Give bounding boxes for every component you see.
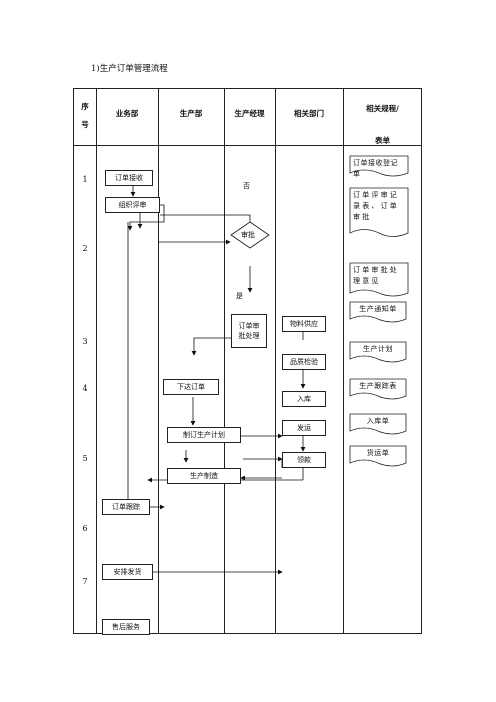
row-number: 2	[82, 244, 88, 253]
page-title: 1)生产订单管理流程	[91, 64, 168, 74]
row-number: 4	[82, 384, 88, 393]
document-shape: 生产通知单	[349, 301, 407, 323]
header-seq: 序号	[81, 102, 89, 129]
column-divider	[275, 88, 276, 634]
row-number: 1	[82, 175, 88, 184]
no-label: 否	[243, 182, 250, 190]
ship-box: 发运	[282, 420, 326, 436]
row-number: 3	[82, 337, 88, 346]
column-divider	[96, 88, 97, 634]
header-sales: 业务部	[115, 109, 139, 118]
stock-in-box: 入库	[282, 391, 326, 407]
flow-table-frame	[73, 88, 422, 634]
document-shape: 订单接收登记单	[349, 155, 409, 178]
row-number: 5	[82, 454, 88, 463]
document-shape: 生产计划	[349, 341, 407, 363]
shipping-box: 安排发货	[102, 564, 153, 580]
quality-inspection-box: 品质检验	[282, 354, 326, 370]
row-number: 7	[82, 577, 88, 586]
tracking-box: 订单跟踪	[102, 499, 150, 515]
material-supply-box: 物料供应	[282, 316, 326, 332]
header-manager: 生产经理	[234, 109, 265, 118]
after-sales-box: 售后服务	[102, 619, 150, 635]
document-shape: 生产跟踪表	[349, 378, 407, 400]
review-box: 组织评审	[105, 197, 160, 213]
approve-label: 审批	[241, 231, 255, 239]
header-divider	[73, 145, 422, 146]
header-related: 相关部门	[294, 109, 324, 118]
header-docs: 相关规程/表单	[366, 104, 399, 145]
document-shape: 订单审批处理意见	[349, 262, 409, 297]
row-number: 6	[82, 524, 88, 533]
order-handle-box: 订单审批处理	[231, 314, 267, 348]
header-production: 生产部	[179, 109, 203, 118]
order-receive-box: 订单接收	[105, 170, 153, 186]
column-divider	[158, 88, 159, 634]
column-divider	[224, 88, 225, 634]
document-shape: 订单评审记录表、订单审批	[349, 187, 409, 238]
manufacture-box: 生产制造	[167, 468, 241, 484]
document-shape: 入库单	[349, 413, 407, 435]
production-plan-box: 制订生产计划	[167, 427, 241, 443]
issue-order-box: 下达订单	[163, 379, 219, 395]
column-divider	[343, 88, 344, 634]
settle-box: 领款	[282, 452, 326, 468]
yes-label: 是	[236, 292, 243, 300]
document-shape: 货运单	[349, 445, 407, 467]
